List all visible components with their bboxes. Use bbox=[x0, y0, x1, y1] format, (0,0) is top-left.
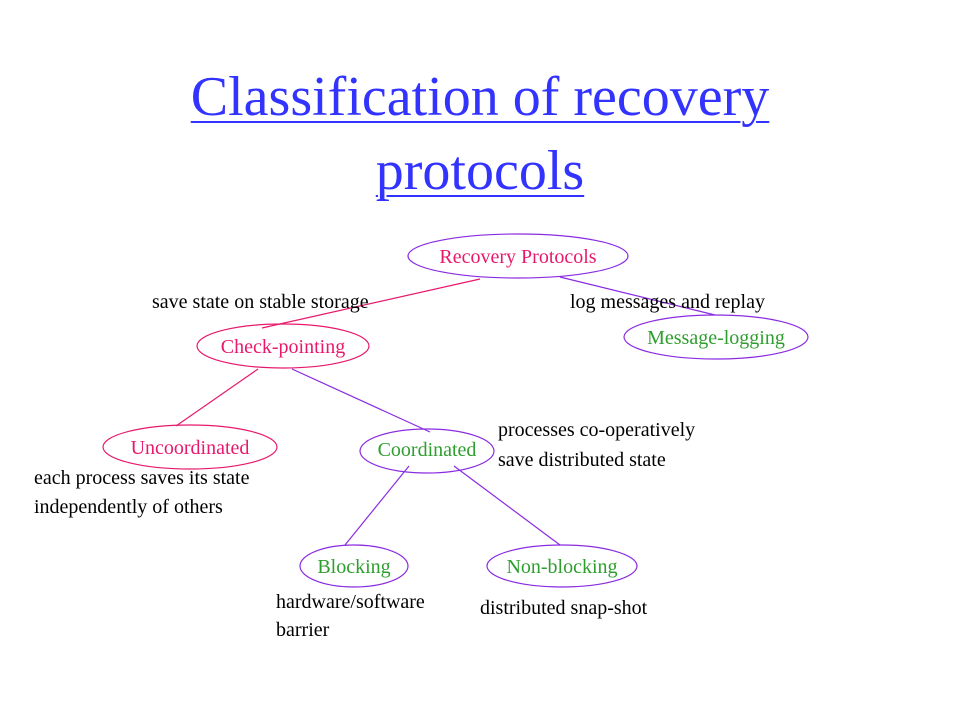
annotation-barrier-line1: hardware/software bbox=[276, 591, 425, 613]
node-blocking-label: Blocking bbox=[317, 556, 390, 578]
node-uncoordinated-label: Uncoordinated bbox=[131, 437, 250, 459]
annotation-snapshot: distributed snap-shot bbox=[480, 597, 648, 619]
annotation-stable-storage: save state on stable storage bbox=[152, 291, 369, 313]
annotation-coop-line1: processes co-operatively bbox=[498, 419, 696, 441]
node-coordinated-label: Coordinated bbox=[378, 439, 477, 461]
node-non-blocking: Non-blocking bbox=[486, 544, 638, 588]
edge-coordinated-non-blocking bbox=[453, 465, 561, 546]
node-check-pointing-label: Check-pointing bbox=[221, 336, 345, 358]
node-recovery-protocols: Recovery Protocols bbox=[407, 233, 629, 279]
edge-checkpointing-uncoordinated bbox=[175, 368, 259, 427]
node-non-blocking-label: Non-blocking bbox=[506, 556, 617, 578]
annotation-barrier-line2: barrier bbox=[276, 619, 330, 641]
annotation-indep-line2: independently of others bbox=[34, 496, 223, 518]
slide-title: Classification of recovery protocols bbox=[190, 66, 770, 202]
edge-checkpointing-coordinated bbox=[291, 368, 431, 433]
edge-root-message-logging bbox=[559, 276, 716, 316]
node-uncoordinated: Uncoordinated bbox=[102, 424, 278, 470]
annotation-indep-line1: each process saves its state bbox=[34, 467, 250, 489]
node-recovery-protocols-label: Recovery Protocols bbox=[439, 246, 596, 268]
node-message-logging-label: Message-logging bbox=[647, 327, 785, 349]
edge-coordinated-blocking bbox=[344, 465, 410, 546]
node-blocking: Blocking bbox=[299, 544, 409, 588]
edge-root-checkpointing bbox=[261, 278, 481, 329]
node-check-pointing: Check-pointing bbox=[196, 323, 370, 369]
node-message-logging: Message-logging bbox=[623, 314, 809, 360]
node-coordinated: Coordinated bbox=[359, 428, 495, 474]
annotation-coop-line2: save distributed state bbox=[498, 449, 666, 471]
annotation-log-replay: log messages and replay bbox=[570, 291, 765, 313]
